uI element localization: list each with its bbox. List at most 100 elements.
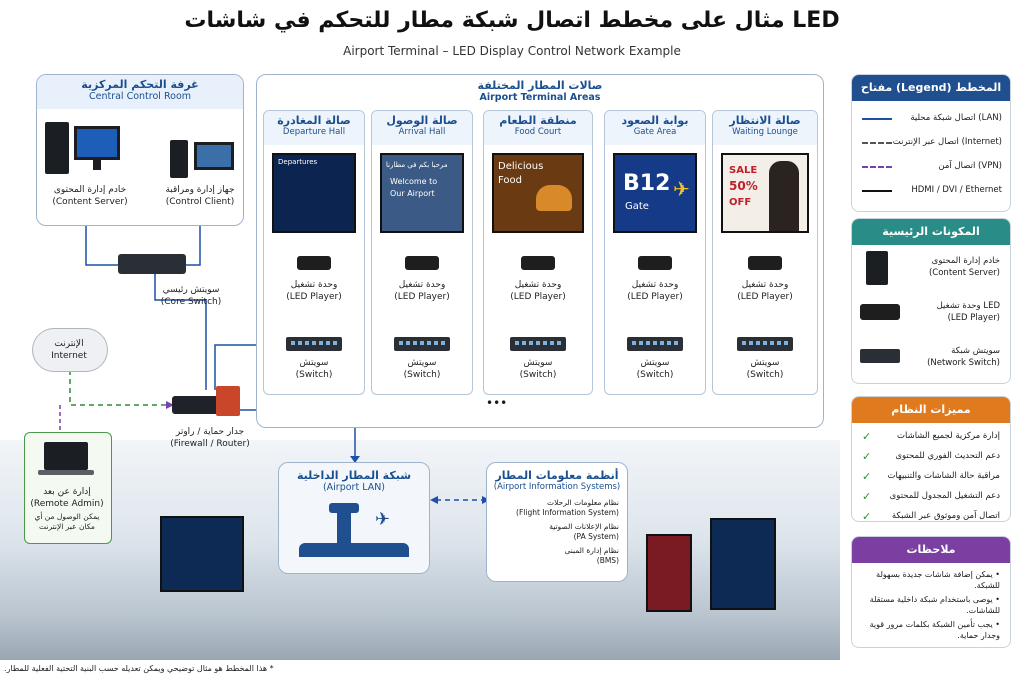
hall-name-ar: صالة الانتظار [729,114,801,127]
departures-board [160,516,244,592]
switch-port [667,341,671,345]
feature-item: ✓اتصال آمن وموثوق عبر الشبكة [852,507,1010,521]
switch-port [653,341,657,345]
components-title: المكونات الرئيسية [852,219,1010,245]
remote-admin-label: إدارة عن بعد(Remote Admin) يمكن الوصول م… [30,487,104,531]
led-player-label-ar: وحدة تشغيل [290,280,338,290]
screen-text: مرحبا بكم في مطارنا [386,161,448,169]
led-screen: مرحبا بكم في مطارنا Welcome to Our Airport [380,153,464,233]
control-room-title-en: Central Control Room [88,91,192,102]
control-room-panel: غرفة التحكم المركزية Central Control Roo… [36,74,244,226]
switch-port [660,341,664,345]
switch-port [333,341,337,345]
switch-icon [510,337,566,351]
internet-cloud-icon [32,328,108,372]
legend-item: اتصال عبر الإنترنت (Internet) [852,133,1010,157]
component-label-ar: وحدة تشغيل LED [936,301,1000,311]
airplane-icon: ✈ [673,177,690,201]
led-player-label: وحدة تشغيل(LED Player) [605,279,705,303]
led-player-label-ar: وحدة تشغيل [398,280,446,290]
feature-item: ✓دعم التحديث الفوري للمحتوى [852,447,1010,467]
switch-port [413,341,417,345]
led-player-label-en: (LED Player) [510,292,566,302]
firewall-icon [216,386,240,416]
feature-label: مراقبة حالة الشاشات والتنبيهات [887,471,1000,481]
legend-panel: مفتاح (Legend) المخطط اتصال شبكة محلية (… [851,74,1011,212]
component-label-ar: خادم إدارة المحتوى [931,256,1000,266]
legend-line-swatch [862,118,892,120]
features-title: مميزات النظام [852,397,1010,423]
feature-item: ✓دعم التشغيل المجدول للمحتوى [852,487,1010,507]
legend-line-swatch [862,166,892,168]
switch-label: سويتش(Switch) [372,357,472,381]
legend-line-swatch [862,142,892,144]
terminal-areas-title-ar: صالات المطار المختلفة [477,79,603,92]
page-subtitle: Airport Terminal – LED Display Control N… [343,44,681,58]
switch-port [784,341,788,345]
control-client-tower-icon [170,140,188,178]
switch-port [399,341,403,345]
switch-port [770,341,774,345]
switch-port [441,341,445,345]
model-figure [769,161,799,231]
led-player-label-en: (LED Player) [286,292,342,302]
led-player-icon [405,256,439,270]
hall-name-en: Waiting Lounge [732,127,798,137]
switch-port [749,341,753,345]
switch-port [674,341,678,345]
ais-item-ar: نظام الإعلانات الصوتية [549,522,619,531]
firewall-label: جدار حماية / راوتر(Firewall / Router) [170,427,250,449]
ad-screen [646,534,692,612]
legend-label: HDMI / DVI / Ethernet [911,185,1002,195]
switch-port [756,341,760,345]
screen-text: Departures [278,158,318,166]
legend-item: HDMI / DVI / Ethernet [852,181,1010,205]
hall-name-ar: صالة المغادرة [277,114,351,127]
ais-item-en: (PA System) [573,532,619,541]
component-label-en: (Content Server) [928,268,1000,278]
switch-icon [627,337,683,351]
switch-label: سويتش(Switch) [484,357,592,381]
led-player-label-ar: وحدة تشغيل [631,280,679,290]
terminal-areas-title-en: Airport Terminal Areas [479,92,601,103]
ais-title-en: (Airport Information Systems) [493,482,621,492]
feature-item: ✓مراقبة حالة الشاشات والتنبيهات [852,467,1010,487]
component-label: وحدة تشغيل LED(LED Player) [937,300,1000,324]
control-client-monitor-icon [194,142,234,170]
component-label-ar: سويتش شبكة [951,346,1000,356]
flight-board [710,518,776,610]
switch-label-ar: سويتش [640,358,670,368]
switch-label: سويتش(Switch) [605,357,705,381]
led-player-label: وحدة تشغيل (LED Player) [264,279,364,303]
footnote: * هذا المخطط هو مثال توضيحي ويمكن تعديله… [4,664,274,673]
monitor-icon [74,126,120,160]
switch-port [291,341,295,345]
airport-lan-title-en: (Airport LAN) [322,482,386,493]
screen-text: Our Airport [390,189,435,198]
switch-label-en: (Switch) [295,370,333,380]
legend-item: اتصال شبكة محلية (LAN) [852,109,1010,133]
switch-port [319,341,323,345]
legend-item: اتصال آمن (VPN) [852,157,1010,181]
switch-label-en: (Switch) [403,370,441,380]
hall-name-en: Arrival Hall [398,127,446,137]
screen-text: Welcome to [390,177,438,186]
ais-item-en: (BMS) [596,556,619,565]
hall-name-en: Gate Area [633,127,677,137]
switch-port [632,341,636,345]
feature-label: اتصال آمن وموثوق عبر الشبكة [891,511,1000,521]
switch-port [420,341,424,345]
component-item: سويتش شبكة(Network Switch) [852,335,1010,380]
component-item: خادم إدارة المحتوى (Content Server) [852,245,1010,290]
server-icon [866,251,888,285]
switch-port [312,341,316,345]
hall-name-ar: بوابة الصعود [621,114,689,127]
led-player-icon [521,256,555,270]
led-player-icon [638,256,672,270]
